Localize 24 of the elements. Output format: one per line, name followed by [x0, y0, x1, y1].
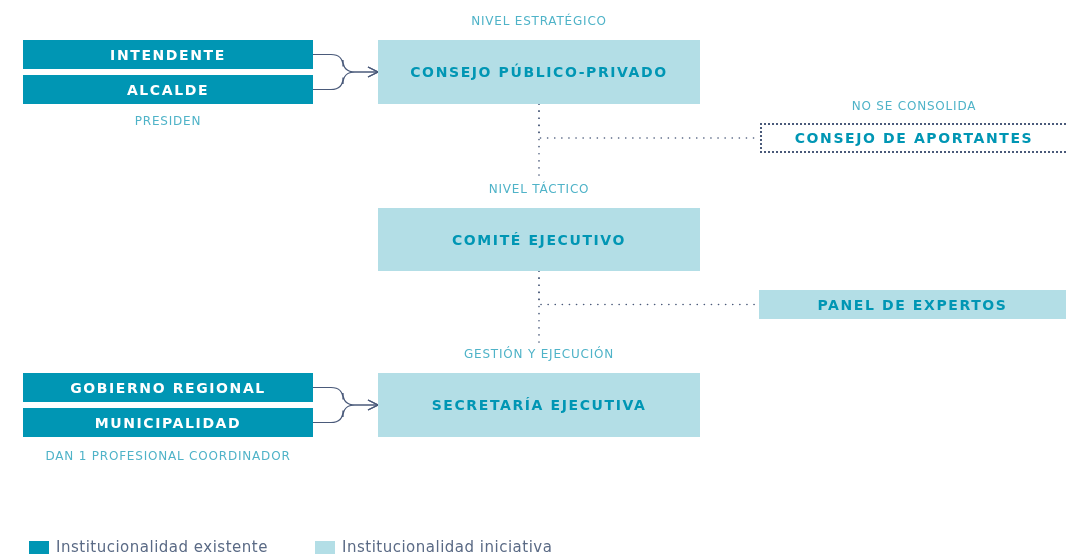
level-heading: NIVEL ESTRATÉGICO	[470, 14, 608, 28]
note-text: DAN 1 PROFESIONAL COORDINADOR	[44, 449, 292, 463]
box-label: MUNICIPALIDAD	[94, 414, 242, 431]
level-heading: NIVEL TÁCTICO	[487, 182, 591, 196]
box-label: PANEL DE EXPERTOS	[817, 296, 1008, 313]
box-label: SECRETARÍA EJECUTIVA	[431, 397, 647, 413]
org-box	[23, 40, 313, 69]
box-label: GOBIERNO REGIONAL	[70, 379, 266, 396]
legend-text: Institucionalidad iniciativa	[342, 538, 553, 556]
box-label: CONSEJO DE APORTANTES	[794, 130, 1034, 146]
box-label: COMITÉ EJECUTIVO	[451, 231, 627, 248]
legend-text: Institucionalidad existente	[56, 538, 268, 556]
box-label: CONSEJO PÚBLICO-PRIVADO	[410, 64, 668, 80]
note-text: PRESIDEN	[133, 114, 203, 128]
box-label: ALCALDE	[126, 81, 210, 98]
org-box	[23, 75, 313, 104]
level-heading: NO SE CONSOLIDA	[850, 99, 978, 113]
level-heading: GESTIÓN Y EJECUCIÓN	[462, 347, 616, 361]
org-box	[23, 373, 313, 402]
box-label: INTENDENTE	[110, 46, 226, 63]
arrow	[312, 399, 379, 424]
arrow	[312, 66, 379, 91]
org-box	[23, 408, 313, 437]
org-box	[759, 290, 1066, 319]
